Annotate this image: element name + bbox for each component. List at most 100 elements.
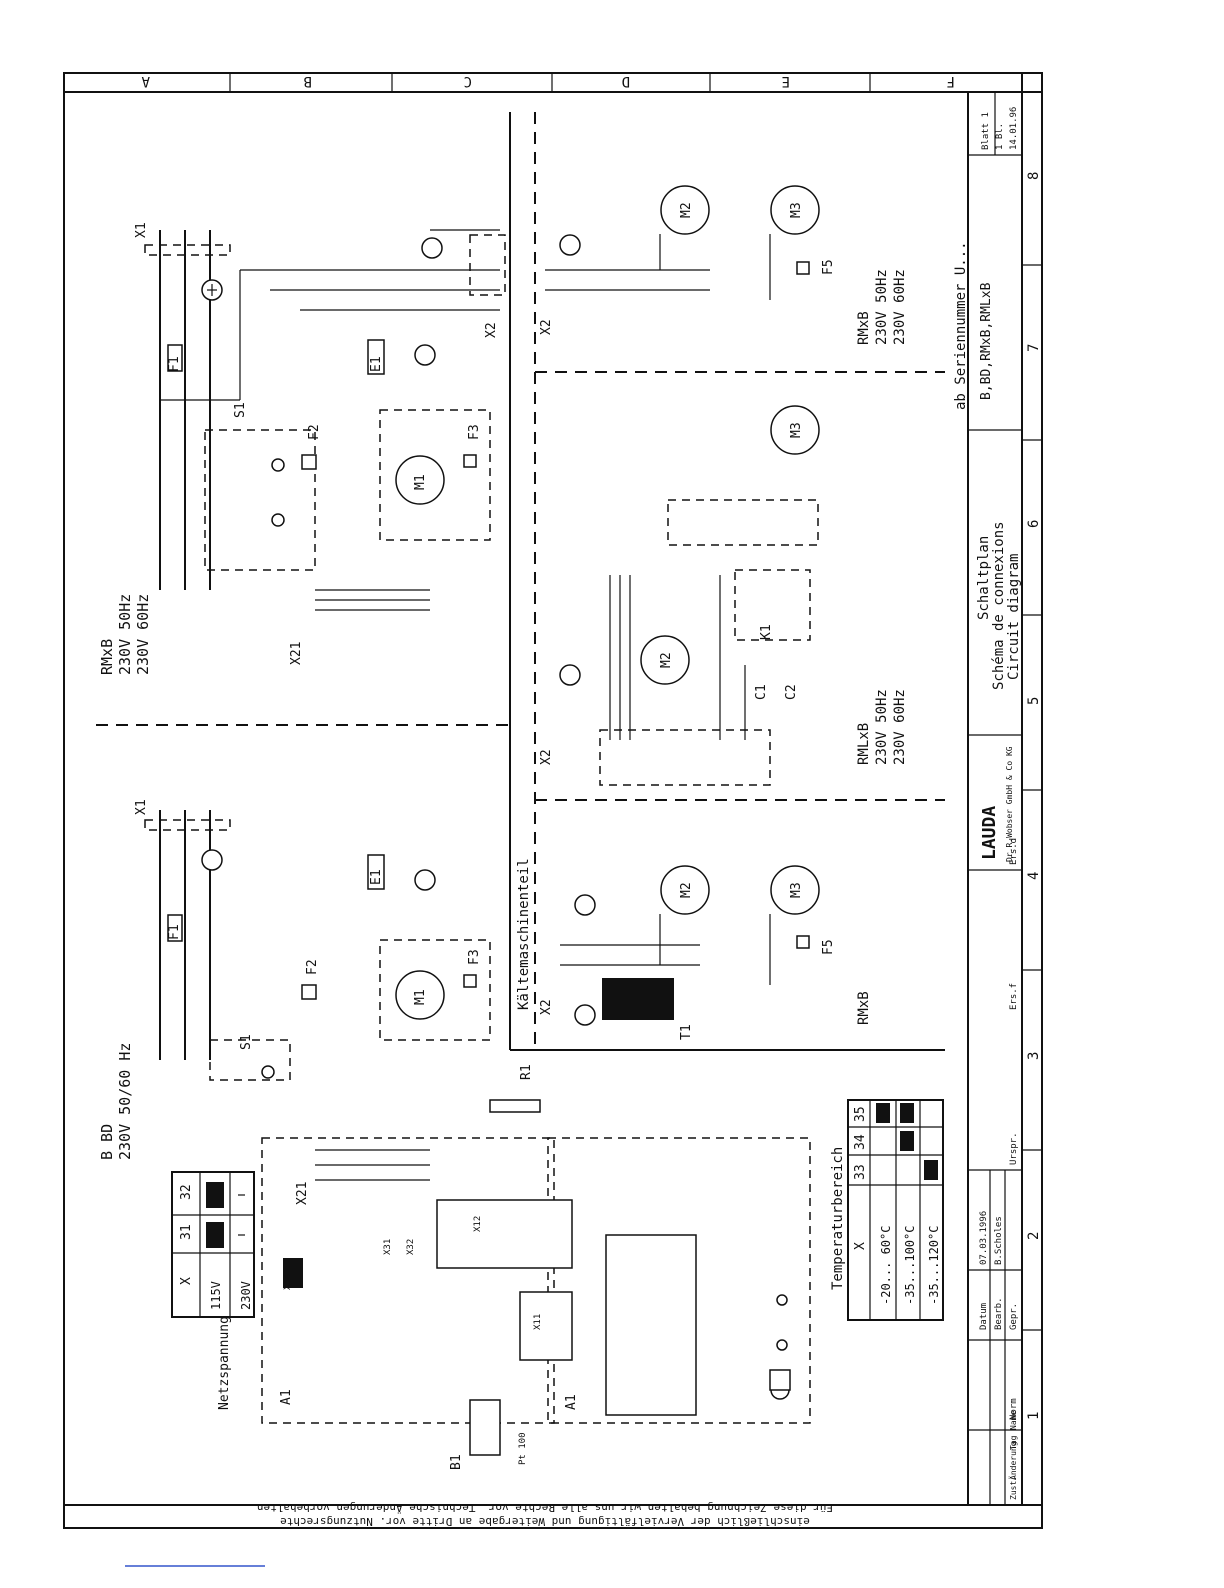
label-netzspannung: Netzspannung bbox=[217, 1316, 232, 1410]
svg-text:einschließlich der Vervielfält: einschließlich der Vervielfältigung und … bbox=[280, 1515, 810, 1528]
svg-text:230V 50/60 Hz: 230V 50/60 Hz bbox=[116, 1043, 134, 1160]
svg-text:X34: X34 bbox=[283, 1274, 293, 1290]
outer-frame bbox=[63, 72, 1043, 1529]
svg-text:34: 34 bbox=[853, 1134, 868, 1150]
svg-text:F5: F5 bbox=[821, 939, 836, 955]
svg-text:M3: M3 bbox=[789, 202, 804, 218]
company-name: LAUDA bbox=[979, 806, 1000, 860]
svg-text:M2: M2 bbox=[679, 202, 694, 218]
svg-text:A1: A1 bbox=[564, 1394, 579, 1410]
svg-text:F2: F2 bbox=[307, 424, 322, 440]
svg-text:Ers.d: Ers.d bbox=[1009, 838, 1019, 865]
svg-text:X2: X2 bbox=[484, 322, 499, 338]
svg-text:Gepr.: Gepr. bbox=[1009, 1303, 1019, 1330]
svg-text:C1: C1 bbox=[754, 684, 769, 700]
svg-text:X2: X2 bbox=[539, 319, 554, 335]
svg-text:F1: F1 bbox=[167, 924, 182, 940]
svg-text:Norm: Norm bbox=[1009, 1398, 1019, 1420]
svg-text:Zust.: Zust. bbox=[1009, 1476, 1018, 1500]
svg-text:-35...120°C: -35...120°C bbox=[927, 1226, 941, 1305]
circuit-refrigeration-rmlxb: X2 M2 M3 K1 C1 C2 bbox=[539, 405, 820, 786]
drawing-title: Schaltplan bbox=[976, 536, 992, 620]
label-x1-bottom: X1 bbox=[134, 799, 149, 815]
col-b: B bbox=[304, 73, 312, 89]
svg-text:3: 3 bbox=[1026, 1052, 1042, 1060]
circuit-b-bd-mains: X1 F1 S1 F2 E1 M1 F3 X21 bbox=[134, 799, 491, 1205]
svg-text:1: 1 bbox=[1026, 1412, 1042, 1420]
svg-text:X11: X11 bbox=[533, 1314, 543, 1330]
svg-text:5: 5 bbox=[1026, 697, 1042, 705]
svg-text:Datum: Datum bbox=[979, 1303, 989, 1330]
svg-text:X: X bbox=[179, 1277, 194, 1285]
svg-text:Für diese Zeichnung behalten w: Für diese Zeichnung behalten wir uns all… bbox=[257, 1501, 833, 1514]
svg-text:M1: M1 bbox=[413, 474, 428, 490]
svg-text:Schéma de connexions: Schéma de connexions bbox=[991, 521, 1007, 690]
svg-text:230V: 230V bbox=[239, 1281, 253, 1310]
svg-text:6: 6 bbox=[1026, 520, 1042, 528]
svg-text:F2: F2 bbox=[305, 959, 320, 975]
svg-text:C2: C2 bbox=[784, 684, 799, 700]
temp-table-title: Temperaturbereich bbox=[830, 1147, 846, 1290]
svg-text:115V: 115V bbox=[209, 1281, 223, 1310]
svg-text:07.03.1996: 07.03.1996 bbox=[979, 1211, 989, 1265]
title-block: LAUDA Dr.R.Wobser GmbH & Co KG Schaltpla… bbox=[953, 92, 1022, 1505]
svg-text:M2: M2 bbox=[659, 652, 674, 668]
svg-text:4: 4 bbox=[1026, 872, 1042, 880]
svg-text:E1: E1 bbox=[369, 869, 384, 885]
svg-text:RMxB: RMxB bbox=[856, 311, 872, 345]
svg-text:X2: X2 bbox=[539, 999, 554, 1015]
svg-text:X32: X32 bbox=[406, 1239, 416, 1255]
svg-text:33: 33 bbox=[853, 1164, 868, 1180]
temperature-range-table: Temperaturbereich X 33 34 35 -20... 60°C… bbox=[830, 1099, 944, 1321]
label-x1-top: X1 bbox=[134, 222, 149, 238]
svg-text:7: 7 bbox=[1026, 344, 1042, 352]
svg-text:B.Scholes: B.Scholes bbox=[994, 1216, 1004, 1265]
svg-text:S1: S1 bbox=[239, 1034, 254, 1050]
svg-text:230V 60Hz: 230V 60Hz bbox=[134, 594, 152, 675]
svg-text:Tag: Tag bbox=[1009, 1435, 1018, 1450]
svg-text:M2: M2 bbox=[679, 882, 694, 898]
svg-text:8: 8 bbox=[1026, 172, 1042, 180]
svg-text:F5: F5 bbox=[821, 259, 836, 275]
svg-text:X21: X21 bbox=[295, 1182, 310, 1205]
svg-text:Blatt 1: Blatt 1 bbox=[981, 112, 991, 150]
svg-text:2: 2 bbox=[1026, 1232, 1042, 1240]
col-c: C bbox=[464, 73, 472, 89]
svg-text:Dr.R.Wobser GmbH & Co KG: Dr.R.Wobser GmbH & Co KG bbox=[1005, 746, 1014, 862]
svg-text:1 Bl.: 1 Bl. bbox=[995, 123, 1005, 150]
voltage-table: X 31 32 115V 230V bbox=[171, 1171, 255, 1318]
svg-text:RMxB: RMxB bbox=[98, 639, 116, 675]
svg-text:Bearb.: Bearb. bbox=[994, 1297, 1004, 1330]
svg-text:31: 31 bbox=[179, 1224, 194, 1240]
heading-rmxb-small: RMxB bbox=[856, 991, 872, 1025]
circuit-refrigeration-rmxb: X2 T1 M2 M3 F5 bbox=[539, 865, 836, 1040]
svg-text:A1: A1 bbox=[279, 1389, 294, 1405]
svg-text:R1: R1 bbox=[519, 1064, 534, 1080]
svg-text:E1: E1 bbox=[369, 356, 384, 372]
svg-text:RMLxB: RMLxB bbox=[856, 723, 872, 765]
svg-text:35: 35 bbox=[853, 1106, 868, 1122]
svg-text:X31: X31 bbox=[383, 1239, 393, 1255]
svg-text:B1: B1 bbox=[449, 1454, 464, 1470]
svg-text:230V 50Hz: 230V 50Hz bbox=[874, 689, 890, 765]
model-list: B,BD,RMxB,RMLxB bbox=[979, 282, 994, 400]
svg-text:M3: M3 bbox=[789, 422, 804, 438]
svg-text:T1: T1 bbox=[679, 1024, 694, 1040]
svg-text:Circuit diagram: Circuit diagram bbox=[1006, 554, 1022, 680]
svg-text:Ers.f: Ers.f bbox=[1009, 983, 1019, 1010]
circuit-rmxb-mains: X1 F1 S1 F2 E1 M1 F3 X2 X21 bbox=[134, 222, 506, 665]
svg-text:M1: M1 bbox=[413, 989, 428, 1005]
refrigeration-heading: Kältemaschinenteil bbox=[516, 858, 532, 1010]
col-f: F bbox=[947, 73, 955, 89]
svg-text:F1: F1 bbox=[167, 356, 182, 372]
svg-text:X: X bbox=[853, 1242, 868, 1250]
svg-text:230V 50Hz: 230V 50Hz bbox=[874, 269, 890, 345]
serial-number: ab Seriennummer U... bbox=[953, 241, 969, 410]
col-e: E bbox=[782, 73, 790, 89]
svg-text:F3: F3 bbox=[467, 424, 482, 440]
svg-text:F3: F3 bbox=[467, 949, 482, 965]
svg-text:Pt 100: Pt 100 bbox=[518, 1432, 528, 1465]
copyright-footer: Für diese Zeichnung behalten wir uns all… bbox=[257, 1501, 833, 1528]
svg-text:230V 50Hz: 230V 50Hz bbox=[116, 594, 134, 675]
